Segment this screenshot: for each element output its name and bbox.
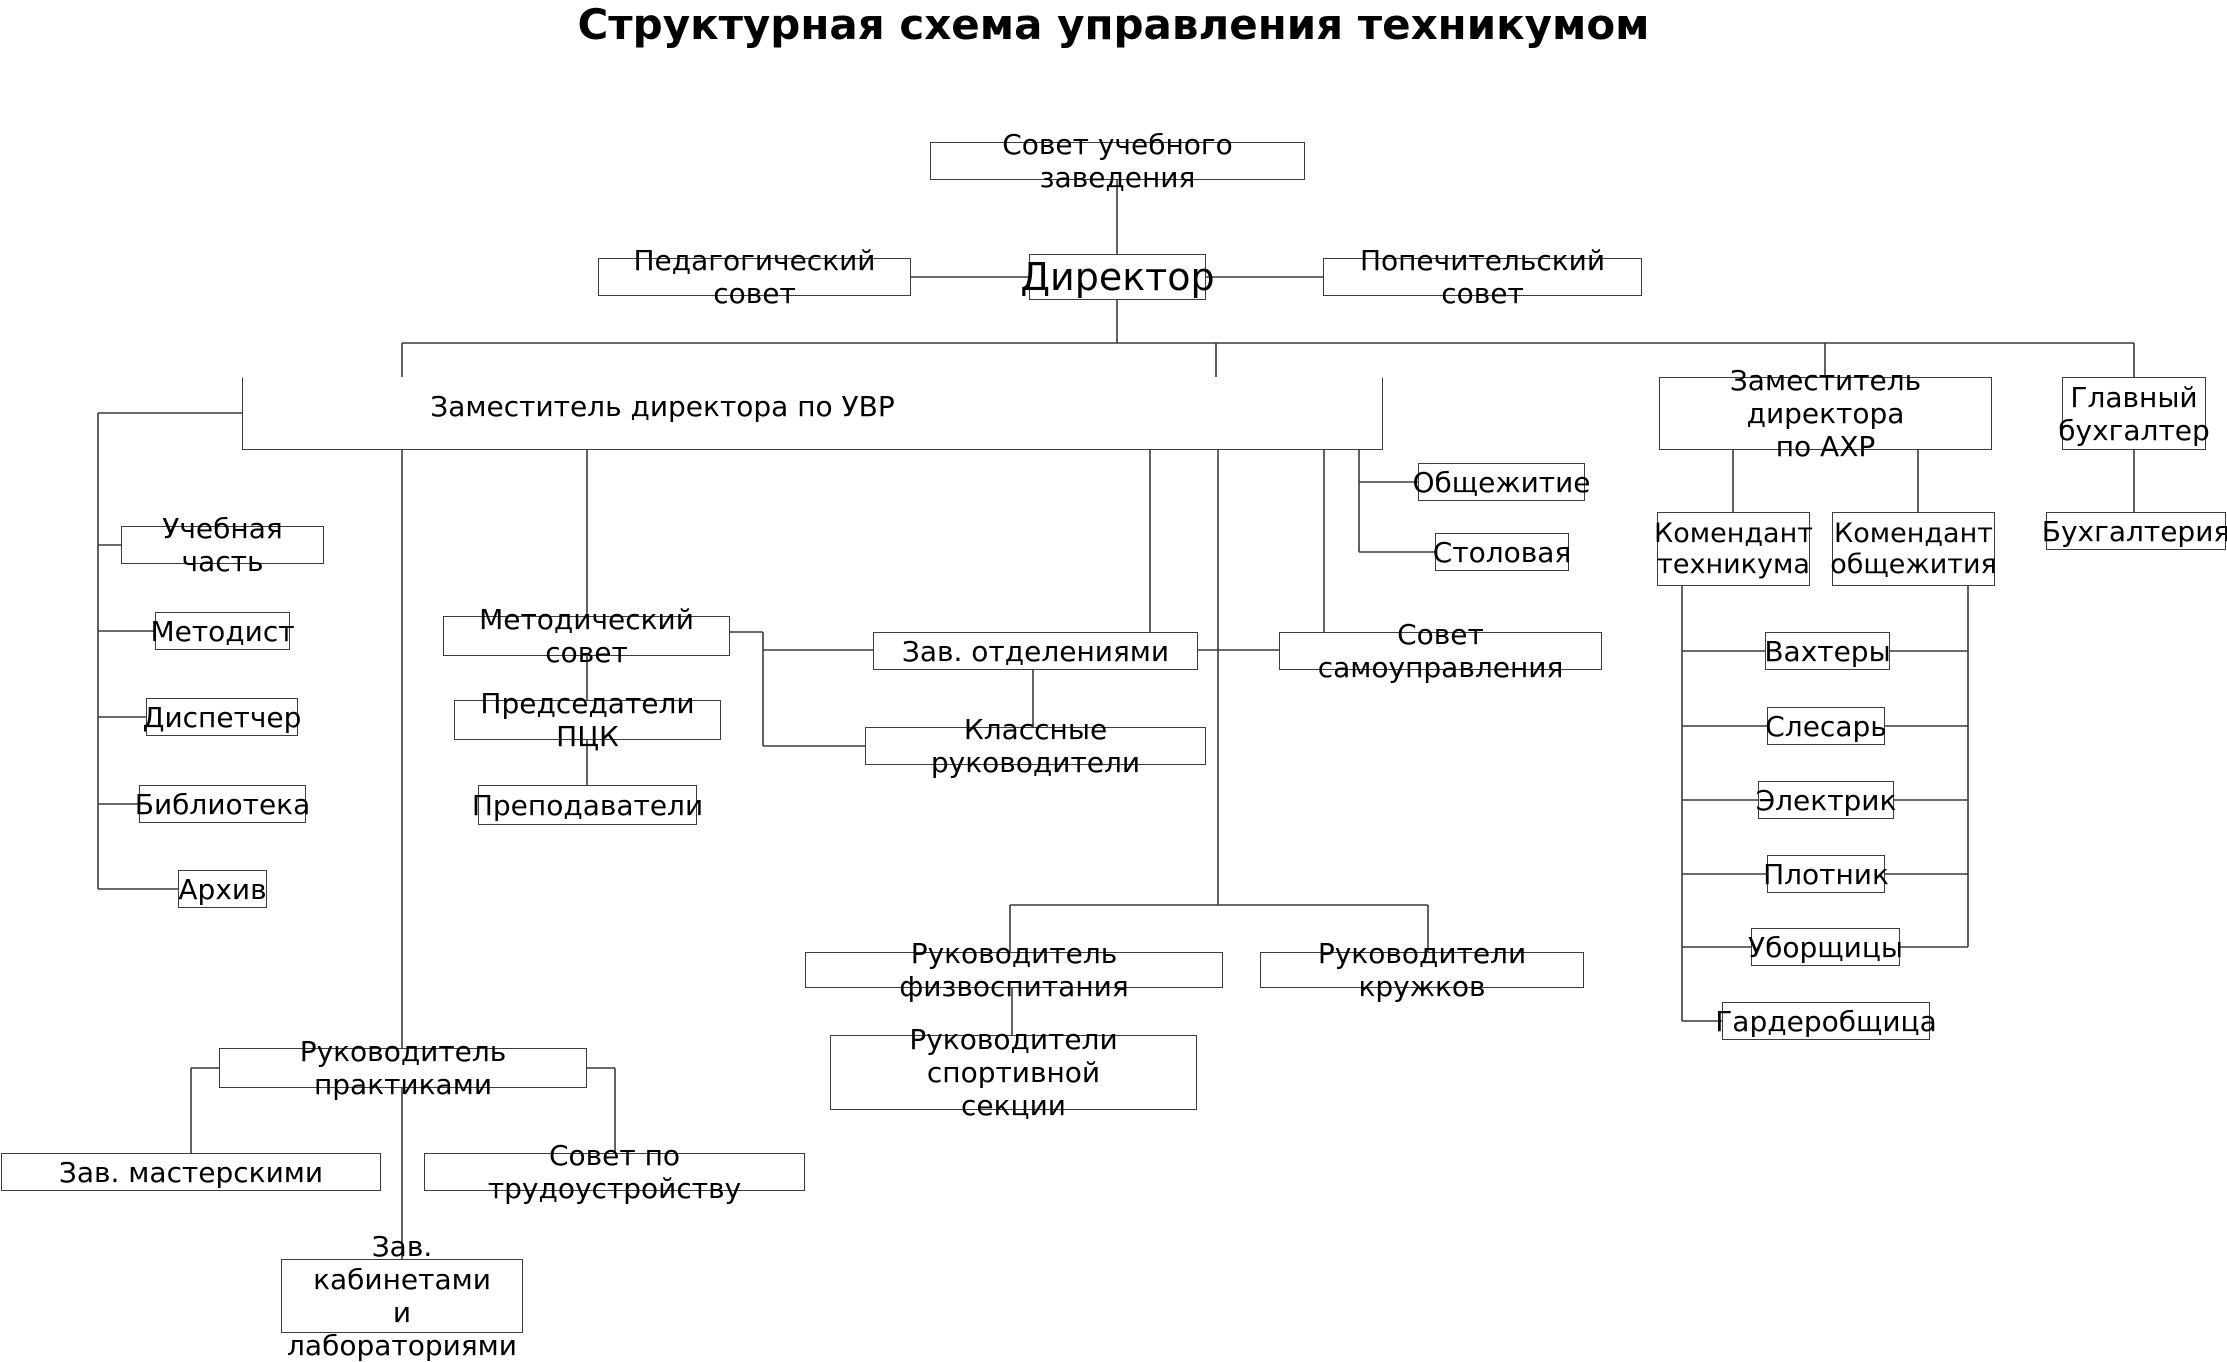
- box-teachers: Преподаватели: [472, 785, 703, 825]
- box-library: Библиотека: [135, 785, 310, 823]
- box-clubs-heads: Руководители кружков: [1260, 937, 1584, 1003]
- box-commandant-dorm: Комендант общежития: [1830, 512, 1997, 586]
- box-deputy-uvr: Заместитель директора по УВР: [242, 377, 1383, 450]
- box-cloakroom: Гардеробщица: [1715, 1002, 1937, 1040]
- box-pedagogical-council: Педагогический совет: [598, 244, 911, 310]
- box-council-institution: Совет учебного заведения: [930, 128, 1305, 194]
- box-class-teachers: Классные руководители: [865, 713, 1206, 779]
- box-sport-section-heads: Руководители спортивной секции: [830, 1023, 1197, 1122]
- box-chief-accountant: Главный бухгалтер: [2058, 377, 2210, 450]
- box-canteen: Столовая: [1433, 533, 1571, 571]
- connector-lines: [97, 180, 2135, 1259]
- box-archive: Архив: [178, 870, 267, 908]
- box-pck-chairs: Председатели ПЦК: [454, 687, 721, 753]
- box-director: Директор: [1020, 254, 1215, 300]
- box-methodical-council: Методический совет: [443, 603, 730, 669]
- box-cleaners: Уборщицы: [1748, 928, 1903, 966]
- box-employment-council: Совет по трудоустройству: [424, 1139, 805, 1205]
- box-carpenter: Плотник: [1763, 855, 1889, 893]
- box-academic-part: Учебная часть: [121, 512, 324, 578]
- box-dispatcher: Диспетчер: [143, 698, 301, 736]
- box-watchmen: Вахтеры: [1764, 632, 1891, 670]
- box-board-of-trustees: Попечительский совет: [1323, 244, 1642, 310]
- box-pe-head: Руководитель физвоспитания: [805, 937, 1223, 1003]
- box-workshops-head: Зав. мастерскими: [1, 1153, 381, 1191]
- diagram-title: Структурная схема управления техникумом: [577, 0, 1650, 49]
- box-dormitory: Общежитие: [1412, 463, 1591, 501]
- box-electrician: Электрик: [1756, 781, 1896, 819]
- box-cabinets-labs-head: Зав. кабинетами и лабораториями: [281, 1230, 523, 1362]
- box-practice-head: Руководитель практиками: [219, 1035, 587, 1101]
- box-self-government: Совет самоуправления: [1279, 618, 1602, 684]
- box-accounting: Бухгалтерия: [2042, 512, 2227, 550]
- box-methodologist: Методист: [150, 612, 295, 650]
- box-dept-heads: Зав. отделениями: [873, 632, 1198, 670]
- box-deputy-ahr: Заместитель директора по АХР: [1659, 364, 1992, 463]
- box-locksmith: Слесарь: [1765, 707, 1887, 745]
- box-commandant-tech: Комендант техникума: [1654, 512, 1813, 586]
